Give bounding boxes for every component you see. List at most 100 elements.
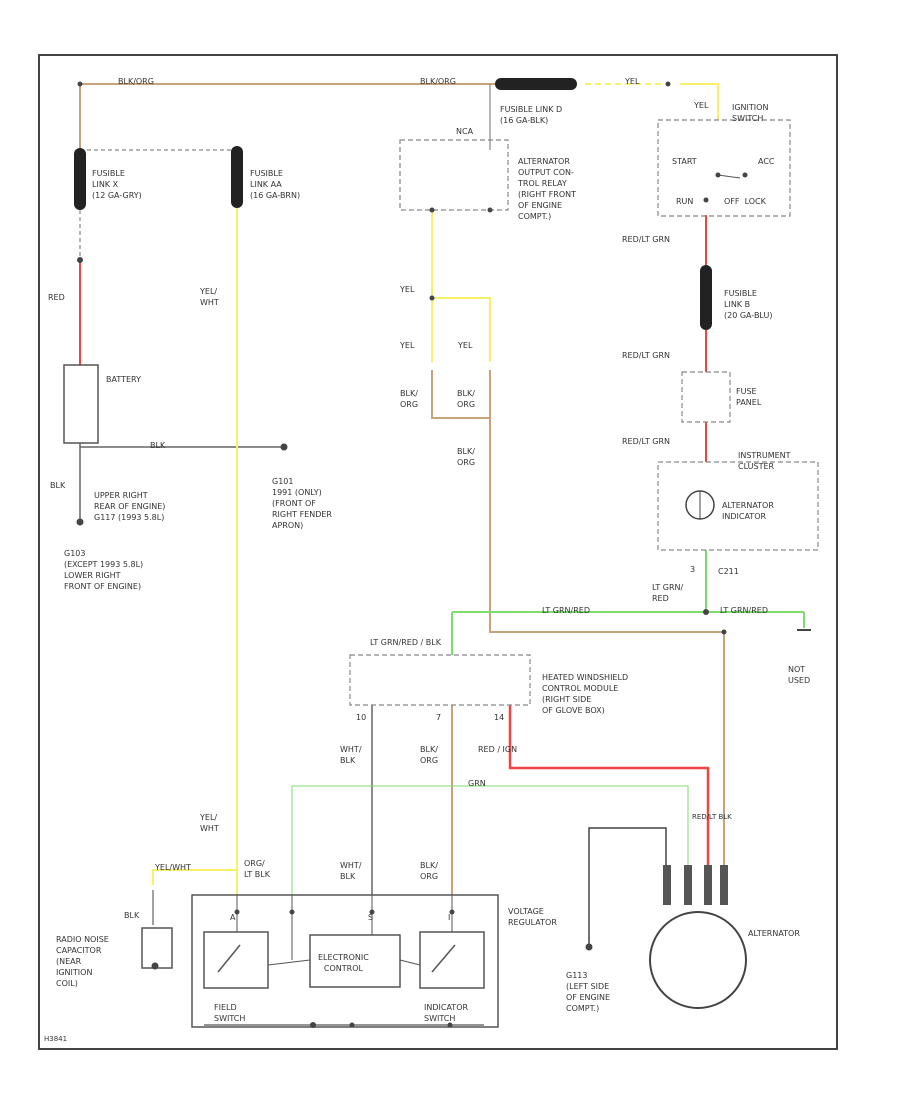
ign-pin-2	[703, 197, 709, 203]
relay-pin-1	[429, 207, 435, 213]
label-yel-split-left: YEL	[400, 341, 415, 350]
wire-grn-thin	[291, 785, 689, 895]
reg-term-a	[234, 909, 240, 915]
splice-green	[703, 609, 709, 615]
radio-capacitor-body	[141, 927, 173, 969]
label-term-i: I	[448, 913, 451, 922]
fusible-link-aa	[231, 146, 243, 208]
field-switch-box	[203, 931, 269, 989]
label-ign-off-lock: OFF LOCK	[724, 197, 766, 206]
label-blk-ground: BLK	[150, 441, 166, 450]
label-alt-indicator: ALTERNATOR INDICATOR	[722, 501, 774, 521]
label-fusible-link-d: FUSIBLE LINK D (16 GA-BLK)	[500, 105, 563, 125]
indicator-switch-box	[419, 931, 485, 989]
reg-ground-3	[447, 1022, 453, 1028]
wire-blk-org-relay	[431, 370, 490, 419]
label-field-switch: FIELD SWITCH	[214, 1003, 246, 1023]
label-blk-org-d: BLK/ ORG	[420, 745, 439, 765]
relay-box	[399, 139, 509, 211]
label-blk-org-b: BLK/ ORG	[457, 389, 476, 409]
cluster-box	[657, 461, 819, 551]
relay-pin-2	[487, 207, 493, 213]
reg-switch-link2	[399, 959, 421, 966]
label-yel-ign: YEL	[694, 101, 709, 110]
wire-red-ign-mod	[508, 705, 710, 870]
label-lt-grn-red-h1: LT GRN/RED	[542, 606, 590, 615]
ground-g103	[76, 518, 84, 526]
label-org-lt-blk: ORG/ LT BLK	[244, 859, 270, 879]
reg-term-i	[449, 909, 455, 915]
label-term-a: A	[230, 913, 236, 922]
label-indicator-switch: INDICATOR SWITCH	[424, 1003, 469, 1023]
label-fusible-link-b: FUSIBLE LINK B (20 GA-BLU)	[724, 289, 773, 320]
label-pin-7: 7	[436, 713, 442, 722]
label-red-blk-v: RED/LT BLK	[692, 813, 732, 821]
label-nca: NCA	[456, 127, 474, 136]
label-lt-grn-red-v: LT GRN/ RED	[652, 583, 684, 603]
label-wht-blk-1: WHT/ BLK	[340, 745, 362, 765]
wire-yel-wht-cap	[152, 869, 237, 885]
label-relay: ALTERNATOR OUTPUT CON- TROL RELAY (RIGHT…	[518, 157, 577, 221]
connector-batt-top	[77, 257, 83, 263]
label-g103: G103 (EXCEPT 1993 5.8L) LOWER RIGHT FRON…	[64, 549, 144, 591]
alt-terminal-4	[720, 865, 728, 905]
label-c211: C211	[718, 567, 739, 576]
ground-g113	[585, 943, 593, 951]
label-not-used: NOT USED	[788, 665, 811, 685]
label-grn-small: GRN	[468, 779, 486, 788]
label-blk-cap: BLK	[124, 911, 140, 920]
label-alternator: ALTERNATOR	[748, 929, 800, 938]
label-radio-cap: RADIO NOISE CAPACITOR (NEAR IGNITION COI…	[56, 935, 109, 988]
label-blk-org-top-right: BLK/ORG	[420, 77, 456, 86]
label-footer-code: H3841	[44, 1035, 68, 1043]
label-blk-org-top-left: BLK/ORG	[118, 77, 154, 86]
alt-terminal-3	[704, 865, 712, 905]
label-pin-3: 3	[690, 565, 696, 574]
label-ign-start: START	[672, 157, 697, 166]
label-blk-org-e: BLK/ ORG	[420, 861, 439, 881]
ignition-switch-box	[657, 119, 791, 217]
splice-tan	[721, 629, 727, 635]
label-g101: G101 1991 (ONLY) (FRONT OF RIGHT FENDER …	[272, 477, 332, 530]
label-wht-blk-2: WHT/ BLK	[340, 861, 362, 881]
voltage-regulator-box	[191, 894, 499, 1028]
yel-ign-dot	[665, 81, 671, 87]
alternator-body	[649, 911, 747, 1009]
wire-yel-split	[432, 297, 491, 362]
label-blk-org-a: BLK/ ORG	[400, 389, 419, 409]
label-instrument-cluster: INSTRUMENT CLUSTER	[738, 451, 791, 471]
label-upper-right: UPPER RIGHT REAR OF ENGINE) G117 (1993 5…	[94, 491, 166, 522]
alt-terminal-1	[663, 865, 671, 905]
reg-switch-blade-ind	[431, 944, 456, 973]
wire-blk-org-main	[489, 370, 725, 895]
label-lt-grn-red-h2: LT GRN/RED	[720, 606, 768, 615]
fusible-link-d	[495, 78, 577, 90]
label-yel-relay: YEL	[400, 285, 415, 294]
battery-body	[63, 364, 99, 444]
label-term-s: S	[368, 913, 374, 922]
label-blk-org-c: BLK/ ORG	[457, 447, 476, 467]
label-red-lt-grn-3: RED/LT GRN	[622, 437, 670, 446]
ground-g101	[280, 443, 288, 451]
wire-yel-ign	[680, 83, 719, 120]
label-yel-split-right: YEL	[458, 341, 473, 350]
label-ignition-switch: IGNITION SWITCH	[732, 103, 769, 123]
label-g113: G113 (LEFT SIDE OF ENGINE COMPT.)	[566, 971, 611, 1013]
splice-top	[77, 81, 83, 87]
ground-cap	[151, 962, 159, 970]
label-fuse-panel: FUSE PANEL	[736, 387, 762, 407]
label-red-batt: RED	[48, 293, 65, 302]
label-yel-top: YEL	[625, 77, 640, 86]
module-box	[349, 654, 531, 706]
label-htd-module: HEATED WINDSHIELD CONTROL MODULE (RIGHT …	[542, 673, 629, 715]
splice-yel	[429, 295, 435, 301]
fuse-panel-box	[681, 371, 731, 423]
label-voltage-regulator: VOLTAGE REGULATOR	[508, 907, 557, 927]
reg-switch-link	[267, 959, 311, 966]
label-red-lt-grn-1: RED/LT GRN	[622, 235, 670, 244]
label-yel-wht-h: YEL/WHT	[155, 863, 191, 872]
label-yel-wht-left: YEL/ WHT	[200, 287, 219, 307]
label-pin-10: 10	[356, 713, 367, 722]
fusible-link-x	[74, 148, 86, 210]
label-ign-run: RUN	[676, 197, 694, 206]
